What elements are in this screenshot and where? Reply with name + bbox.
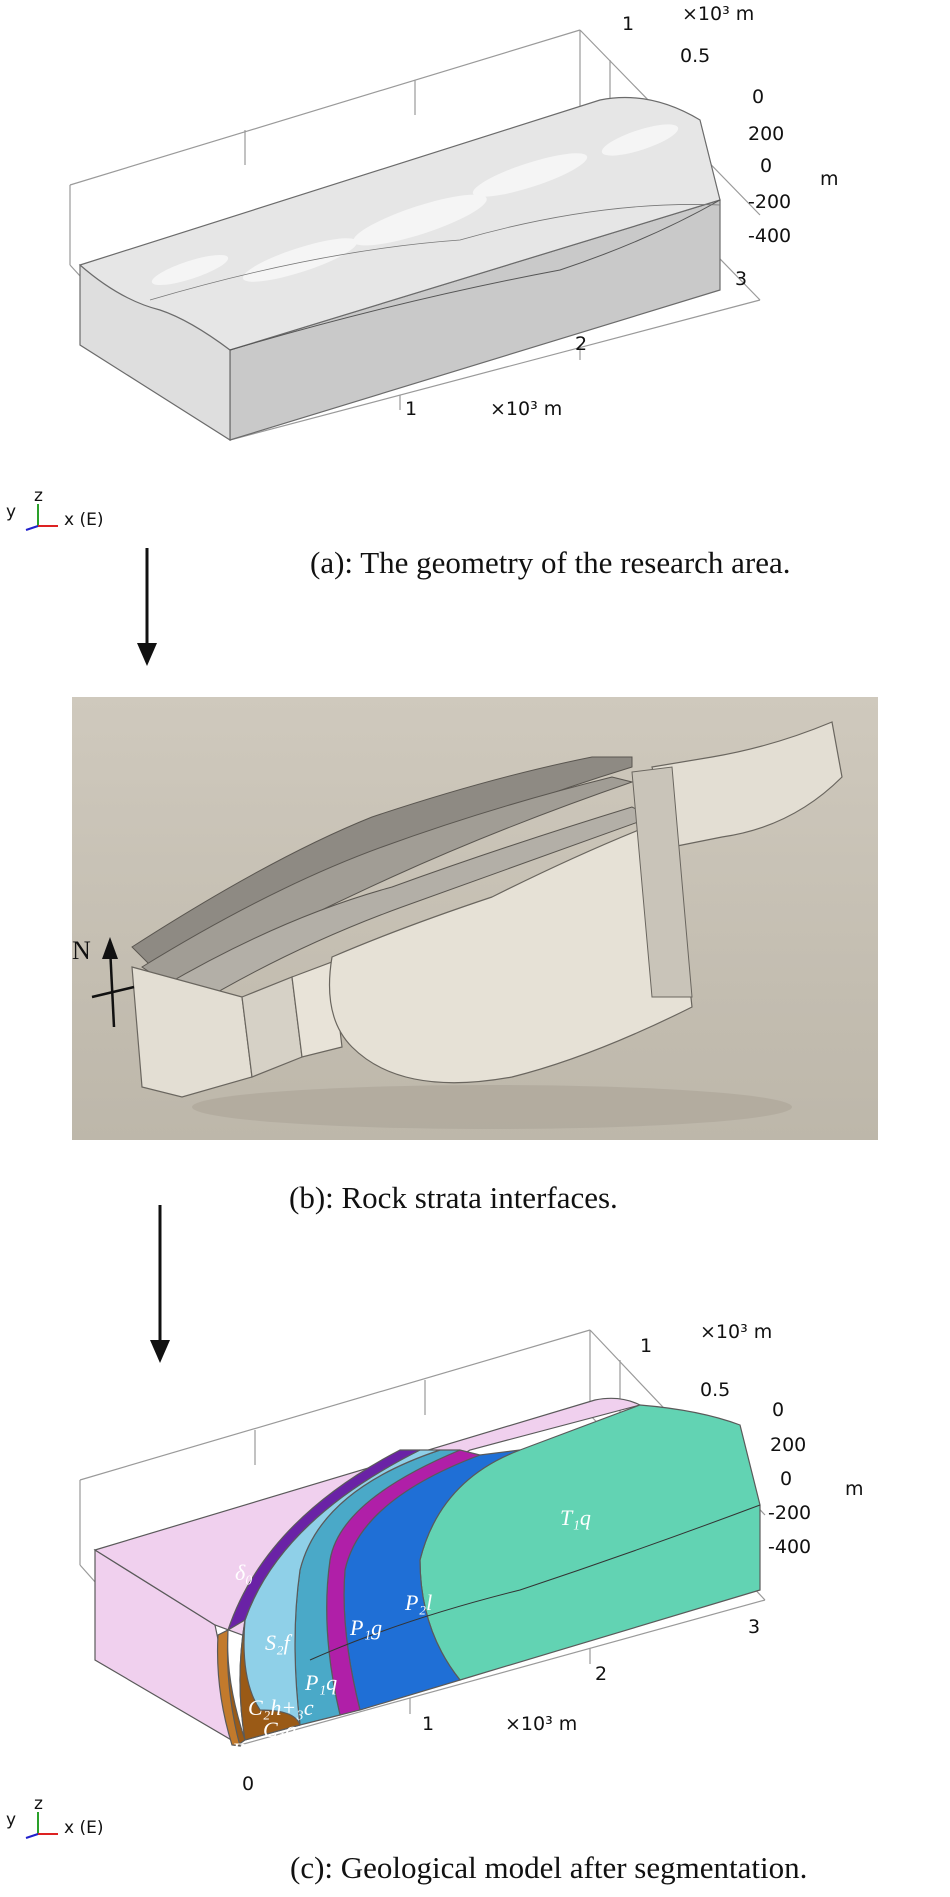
axis-triad-icon	[25, 1812, 58, 1839]
label-p2l: P₂l	[404, 1590, 432, 1615]
label-d0: δ₀	[235, 1560, 253, 1585]
c-z-tick-0: 0	[780, 1468, 792, 1490]
a-y-tick-05: 0.5	[680, 45, 710, 67]
c-x-tick-2: 2	[595, 1663, 607, 1685]
c-x-tick-3: 3	[748, 1616, 760, 1638]
label-p1q: P₁q	[304, 1670, 337, 1695]
label-c2h3c: C₂h+₃c	[248, 1695, 314, 1720]
down-arrow-icon	[150, 1205, 170, 1363]
caption-b: (b): Rock strata interfaces.	[289, 1180, 618, 1215]
label-p1g: P₁g	[349, 1615, 382, 1640]
caption-a: (a): The geometry of the research area.	[310, 545, 791, 580]
a-y-unit: ×10³ m	[682, 3, 754, 25]
label-s2f: S₂f	[265, 1630, 293, 1655]
a-x-unit: ×10³ m	[490, 398, 562, 420]
c-z-unit: m	[845, 1478, 864, 1500]
a-x-tick-2: 2	[575, 333, 587, 355]
a-x-tick-3: 3	[735, 268, 747, 290]
c-y-tick-05: 0.5	[700, 1379, 730, 1401]
a-y-tick-1: 1	[622, 13, 634, 35]
triad-x-label: x (E)	[64, 510, 104, 530]
panel-a-plot: 1 0.5 0 ×10³ m 200 0 -200 -400 m 0 1 2 3…	[69, 3, 839, 490]
c-y-tick-1: 1	[640, 1335, 652, 1357]
caption-c: (c): Geological model after segmentation…	[290, 1850, 808, 1885]
stratum-d3w	[216, 1629, 241, 1747]
north-label: N	[72, 936, 91, 965]
down-arrow-icon	[137, 548, 157, 666]
c-z-tick-m200: -200	[768, 1502, 811, 1524]
axis-triad-c: y z x (E)	[6, 1794, 126, 1840]
triad-z-label: z	[34, 1794, 43, 1814]
label-c1g: C₁g	[263, 1717, 296, 1742]
c-y-unit: ×10³ m	[700, 1321, 772, 1343]
a-z-tick-0: 0	[760, 155, 772, 177]
panel-c: δ₀ S₂f P₁g P₂l T₁q P₁q C₂h+₃c C₁g D₃w 1 …	[0, 1300, 950, 1800]
panel-c-plot: δ₀ S₂f P₁g P₂l T₁q P₁q C₂h+₃c C₁g D₃w 1 …	[79, 1321, 864, 1795]
triad-x-label: x (E)	[64, 1818, 104, 1838]
triad-y-label: y	[6, 1810, 17, 1830]
a-z-tick-m200: -200	[748, 191, 791, 213]
a-z-unit: m	[820, 168, 839, 190]
label-d3w: D₃w	[231, 1738, 271, 1763]
panel-a: 1 0.5 0 ×10³ m 200 0 -200 -400 m 0 1 2 3…	[0, 0, 950, 490]
a-z-tick-m400: -400	[748, 225, 791, 247]
c-x-tick-1: 1	[422, 1713, 434, 1735]
panel-b: N	[72, 697, 878, 1140]
a-x-tick-1: 1	[405, 398, 417, 420]
c-z-tick-m400: -400	[768, 1536, 811, 1558]
label-t1q: T₁q	[560, 1505, 591, 1530]
triad-y-label: y	[6, 502, 17, 522]
a-y-tick-0: 0	[752, 86, 764, 108]
triad-z-label: z	[34, 486, 43, 506]
c-y-tick-0: 0	[772, 1399, 784, 1421]
a-x-tick-0: 0	[228, 468, 240, 470]
panel-b-render: N	[72, 697, 878, 1140]
axis-triad-a: y z x (E)	[6, 486, 126, 532]
c-z-tick-200: 200	[770, 1434, 806, 1456]
c-x-tick-0: 0	[242, 1773, 254, 1795]
a-z-tick-200: 200	[748, 123, 784, 145]
north-arrow-icon	[91, 937, 135, 1028]
c-x-unit: ×10³ m	[505, 1713, 577, 1735]
axis-triad-icon	[25, 504, 58, 531]
